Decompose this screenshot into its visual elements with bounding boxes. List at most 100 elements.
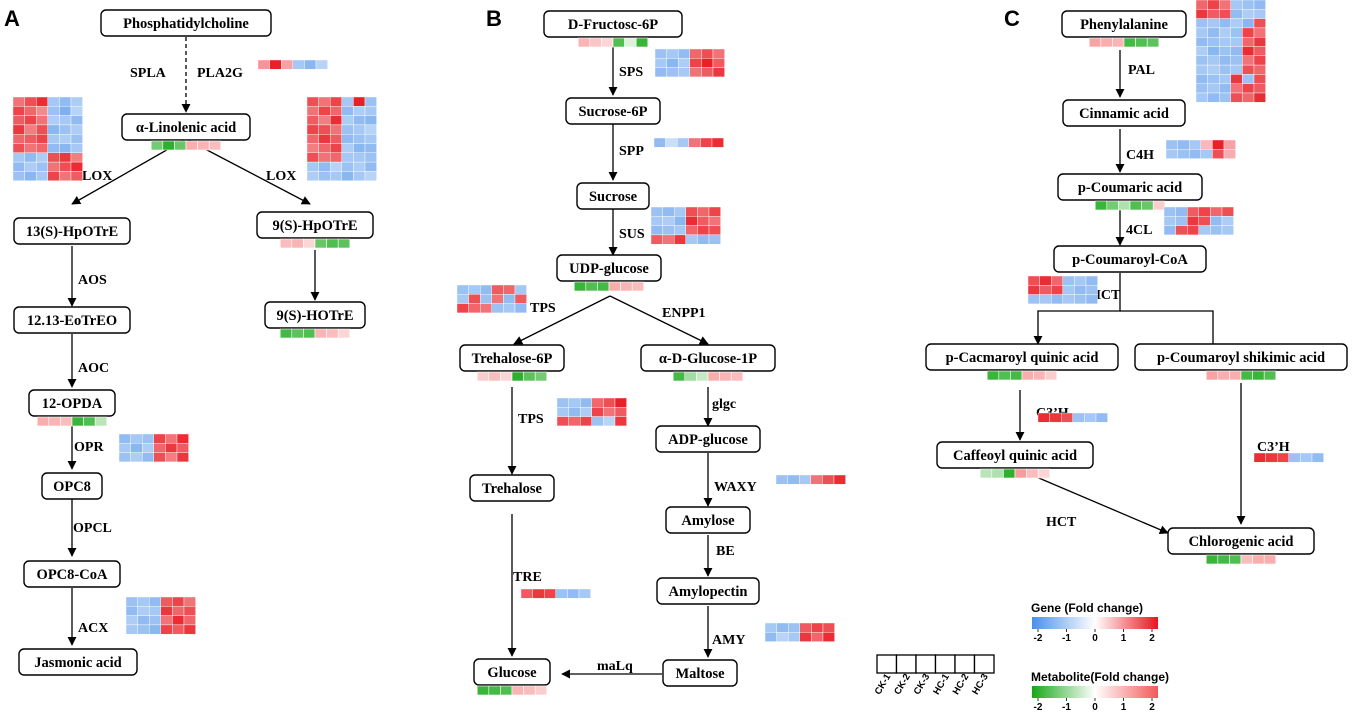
- legend-tick-label: 0: [1092, 702, 1098, 712]
- gene-heat-cell: [689, 48, 702, 59]
- gene-heat-cell: [708, 206, 721, 217]
- gene-heat-cell: [364, 115, 377, 126]
- metabolite-heat-cell: [511, 371, 524, 382]
- enzyme-label: LOX: [266, 169, 296, 184]
- gene-heat-cell: [364, 161, 377, 172]
- metabolite-heat-cell: [94, 416, 108, 427]
- gene-heat-cell: [1212, 139, 1225, 150]
- gene-heat-cell: [315, 59, 328, 70]
- node-box: [100, 9, 272, 37]
- gene-heat-cell: [165, 433, 178, 444]
- node-box: [459, 344, 565, 372]
- gene-heat-cell: [665, 137, 678, 148]
- gene-heat-cell: [1218, 92, 1231, 103]
- gene-heat-cell: [1221, 206, 1234, 217]
- gene-heat-cell: [677, 137, 690, 148]
- gene-heat-cell: [24, 115, 37, 126]
- pathway-arrows: [67, 37, 1246, 679]
- metabolite-heat-cell: [1037, 468, 1051, 479]
- gene-heat-cell: [330, 143, 343, 154]
- metabolite-heat-cell: [1088, 37, 1102, 48]
- metabolite-heat-cell: [1106, 200, 1119, 211]
- gene-heat-cell: [1218, 46, 1231, 57]
- node-a-ala: α-Linolenic acid: [121, 113, 251, 151]
- metabolite-heat-cell: [624, 37, 637, 48]
- gene-heat-cell: [1253, 452, 1266, 463]
- metabolite-heat-cell: [208, 140, 222, 151]
- gene-heat-cell: [1207, 83, 1220, 94]
- gene-heat-cell: [12, 106, 25, 116]
- gene-heat-cell: [1074, 285, 1087, 295]
- gene-heat-cell: [353, 152, 366, 163]
- gene-heat-cell: [685, 216, 698, 226]
- gene-heat-cell: [514, 284, 527, 295]
- metabolite-heat-cell: [185, 140, 198, 151]
- gene-heat-cell: [36, 133, 49, 144]
- metabolite-heat-cell: [523, 371, 536, 382]
- gene-heat-cell: [764, 622, 777, 633]
- gene-heat-cell: [674, 216, 687, 226]
- gene-heat-cell: [811, 632, 824, 642]
- node-box: [665, 506, 751, 534]
- enzyme-label: LOX: [82, 169, 112, 184]
- metabolite-heat-cell: [585, 281, 598, 292]
- gene-heat-cell: [1039, 285, 1052, 295]
- gene-heat-cell: [787, 474, 800, 485]
- gene-heat-cell: [568, 407, 581, 417]
- gene-heat-cell: [456, 294, 469, 304]
- gene-heat-cell: [1253, 27, 1266, 38]
- gene-heat-cell: [788, 632, 801, 642]
- gene-heat-cell: [341, 106, 354, 116]
- metabolite-heat-cell: [303, 238, 316, 249]
- gene-heat-cell: [1207, 27, 1220, 38]
- gene-heat-cell: [353, 171, 366, 181]
- node-box: [543, 10, 683, 38]
- gene-heat-cell: [1218, 37, 1231, 47]
- gene-heat-cell: [1253, 46, 1266, 57]
- gene-heat-cell: [1300, 452, 1313, 463]
- gene-heat-cell: [654, 48, 667, 59]
- gene-heat-cell: [1218, 74, 1231, 84]
- gene-heat-cell: [1165, 139, 1178, 150]
- gene-heat-cell: [1037, 412, 1050, 423]
- gene-heat-cell: [330, 161, 343, 172]
- node-a-1213: 12.13-EoTrEO: [13, 306, 131, 334]
- gene-heat-cell: [810, 474, 823, 485]
- gene-heat-cell: [591, 397, 604, 408]
- gene-heat-cell: [1218, 55, 1231, 66]
- gene-heat-cell: [59, 152, 72, 163]
- gene-heat-cell: [688, 137, 701, 148]
- gene-heat-cell: [330, 152, 343, 163]
- enzyme-tre: TRE: [513, 570, 591, 599]
- gene-heat-cell: [70, 124, 83, 135]
- gene-heat-cell: [1085, 275, 1098, 286]
- gene-heat-cell: [1039, 294, 1052, 305]
- branch-pcoa-to-pcsa: [1120, 310, 1214, 344]
- node-b-suc: Sucrose: [576, 182, 650, 210]
- gene-heat-cell: [118, 452, 131, 463]
- node-box: [1061, 10, 1187, 38]
- enzyme-hct2: HCT: [1046, 515, 1077, 530]
- panel-label-b: B: [486, 6, 502, 31]
- gene-heat-cell: [176, 452, 189, 463]
- gene-heat-cell: [833, 474, 846, 485]
- gene-heat-cell: [712, 67, 725, 78]
- metabolite-heat-cell: [998, 370, 1011, 381]
- gene-heat-cell: [1230, 37, 1243, 47]
- sample-key-cell: [915, 654, 937, 674]
- gene-heat-cell: [1253, 83, 1266, 94]
- sample-key-cell: [973, 654, 995, 674]
- gene-heat-cell: [160, 596, 173, 607]
- enzyme-spp: SPP: [619, 137, 724, 159]
- gene-heat-cell: [1095, 412, 1108, 423]
- gene-heat-cell: [47, 133, 60, 144]
- metabolite-heat-cell: [635, 37, 649, 48]
- gene-heat-cell: [330, 96, 343, 107]
- sample-key: CK-1CK-2CK-3HC-1HC-2HC-3: [873, 654, 995, 697]
- gene-heat-cell: [764, 632, 777, 642]
- legend-gene-colorbar: [1032, 617, 1158, 629]
- gene-heat-cell: [1230, 55, 1243, 66]
- gene-heat-cell: [125, 606, 138, 616]
